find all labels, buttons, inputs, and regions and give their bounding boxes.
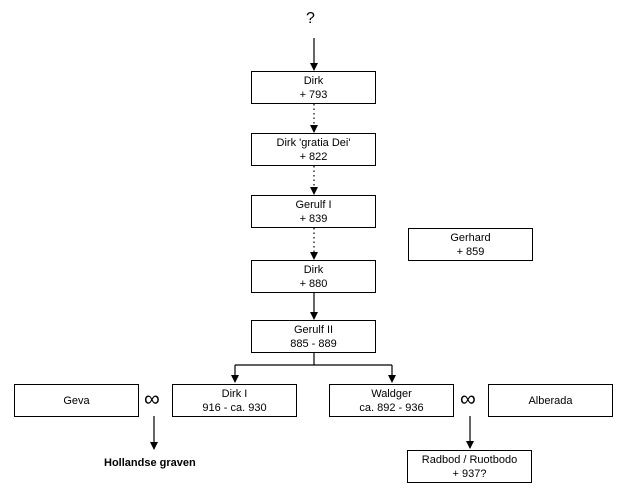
node-dates: + 793 <box>299 88 328 101</box>
node-dates: + 937? <box>452 467 487 480</box>
marriage-symbol-geva-dirk: ∞ <box>144 386 160 411</box>
node-name: Dirk <box>303 263 324 276</box>
unknown-ancestor-mark: ? <box>306 10 315 27</box>
node-geva: Geva <box>14 384 139 417</box>
node-gerhard: Gerhard + 859 <box>408 228 533 261</box>
node-dates: + 859 <box>456 245 485 258</box>
hollandse-graven-label: Hollandse graven <box>104 457 196 469</box>
node-name: Alberada <box>528 394 573 407</box>
node-dates: + 822 <box>299 150 328 163</box>
node-dates: 916 - ca. 930 <box>202 401 267 414</box>
node-radbod: Radbod / Ruotbodo + 937? <box>407 450 532 483</box>
node-gerulf-i: Gerulf I + 839 <box>251 195 376 228</box>
node-name: Dirk 'gratia Dei' <box>276 136 351 149</box>
node-dates: + 839 <box>299 212 328 225</box>
node-dates: ca. 892 - 936 <box>359 401 424 414</box>
node-name: Dirk <box>303 74 324 87</box>
node-dirk-880: Dirk + 880 <box>251 260 376 293</box>
marriage-symbol-waldger-alberada: ∞ <box>460 386 476 411</box>
node-name: Gerulf I <box>295 198 332 211</box>
node-gerulf-ii: Gerulf II 885 - 889 <box>251 320 376 353</box>
node-name: Geva <box>63 394 90 407</box>
node-dirk-793: Dirk + 793 <box>251 71 376 104</box>
node-dirk-i: Dirk I 916 - ca. 930 <box>172 384 297 417</box>
node-name: Dirk I <box>221 387 248 400</box>
node-name: Radbod / Ruotbodo <box>421 453 518 466</box>
node-name: Waldger <box>371 387 412 400</box>
node-name: Gerulf II <box>293 323 334 336</box>
node-alberada: Alberada <box>488 384 613 417</box>
node-dates: + 880 <box>299 277 328 290</box>
node-dirk-gratia-dei: Dirk 'gratia Dei' + 822 <box>251 133 376 166</box>
node-waldger: Waldger ca. 892 - 936 <box>329 384 454 417</box>
node-dates: 885 - 889 <box>290 337 337 350</box>
node-name: Gerhard <box>450 231 491 244</box>
